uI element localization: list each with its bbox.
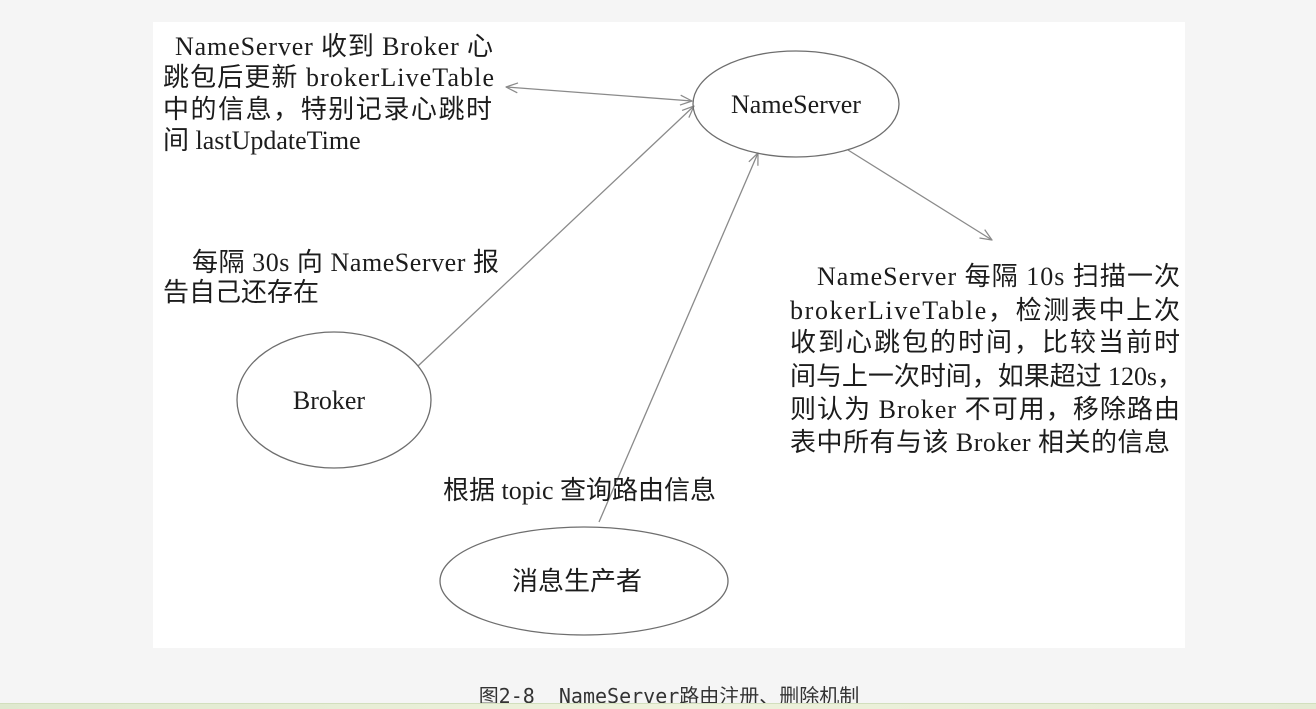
liveness-scan-note-line: 表中所有与该 Broker 相关的信息: [790, 428, 1170, 457]
nameserver-node-label: NameServer: [731, 90, 861, 119]
broker-node-label: Broker: [293, 386, 366, 415]
liveness-scan-arrow: [847, 149, 992, 240]
liveness-scan-note-line: NameServer 每隔 10s 扫描一次: [817, 262, 1180, 291]
producer-node: [439, 526, 729, 636]
heartbeat-update-arrow: [506, 87, 692, 101]
liveness-scan-note-line: 间与上一次时间，如果超过 120s，: [790, 362, 1183, 391]
routing-diagram: NameServer Broker 消息生产者 NameServer 收到 Br…: [163, 32, 1183, 636]
broker-node: [236, 331, 432, 469]
route-query-note: 根据 topic 查询路由信息: [443, 476, 716, 505]
liveness-scan-note-line: brokerLiveTable，检测表中上次: [790, 296, 1180, 325]
heartbeat-update-note-line: NameServer 收到 Broker 心: [175, 32, 493, 61]
bottom-divider: [0, 703, 1316, 709]
route-query-arrow: [598, 153, 758, 523]
heartbeat-update-note-line: 中的信息，特别记录心跳时: [163, 95, 492, 124]
diagram-figure: NameServer Broker 消息生产者 NameServer 收到 Br…: [153, 22, 1185, 648]
broker-report-note-line: 每隔 30s 向 NameServer 报: [192, 248, 499, 277]
broker-report-note-line: 告自己还存在: [163, 278, 319, 307]
nameserver-node: [692, 50, 900, 158]
liveness-scan-note-line: 收到心跳包的时间，比较当前时: [790, 328, 1180, 357]
liveness-scan-note-line: 则认为 Broker 不可用，移除路由: [790, 395, 1180, 424]
producer-node-label: 消息生产者: [512, 567, 642, 596]
heartbeat-update-note-line: 间 lastUpdateTime: [163, 126, 361, 155]
broker-heartbeat-arrow: [417, 106, 694, 367]
heartbeat-update-note-line: 跳包后更新 brokerLiveTable: [163, 63, 494, 92]
